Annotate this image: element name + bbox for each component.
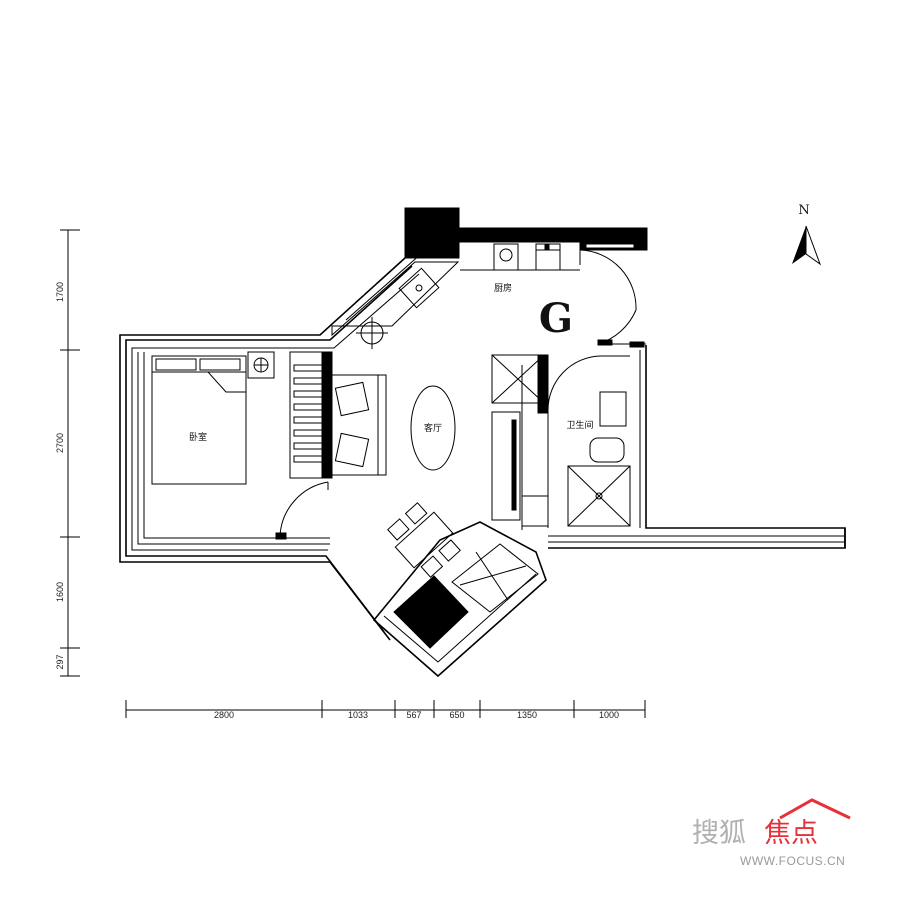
shower-icon [567, 465, 631, 527]
dim-left-297: 297 [55, 654, 65, 669]
dim-bottom-1350: 1350 [517, 710, 537, 720]
kitchen: 厨房 G [331, 243, 580, 349]
dim-left-2700: 2700 [55, 433, 65, 453]
bedroom-label: 卧室 [189, 431, 207, 443]
sofa-icon [331, 374, 387, 476]
dim-bottom-650: 650 [449, 710, 464, 720]
north-arrow-icon: N [792, 203, 822, 266]
dim-bottom-1033: 1033 [348, 710, 368, 720]
living-room-label: 客厅 [424, 422, 442, 434]
watermark-brand-b: 焦点 [764, 818, 818, 849]
dim-bottom-567: 567 [406, 710, 421, 720]
coffee-table-icon [410, 385, 456, 471]
hangers [293, 364, 323, 463]
washer-icon [493, 243, 519, 271]
bedroom: 卧室 [151, 351, 333, 540]
dim-left-1600: 1600 [55, 582, 65, 602]
living-room: 客厅 [331, 354, 545, 649]
tv-cabinet-icon [491, 411, 521, 521]
dim-bottom-2800: 2800 [214, 710, 234, 720]
dim-bottom-1000: 1000 [599, 710, 619, 720]
washbasin-icon [589, 437, 625, 463]
bathroom-label: 卫生间 [566, 419, 593, 431]
dim-left-1700: 1700 [55, 282, 65, 302]
bed-icon [151, 355, 247, 485]
bottom-dimension-line: 2800 1033 567 650 1350 1000 [125, 700, 646, 720]
watermark-brand-a: 搜狐 [692, 818, 746, 849]
house-roof-icon [779, 798, 851, 820]
sink-icon [521, 495, 549, 527]
entry-door [579, 249, 646, 348]
watermark-url: WWW.FOCUS.CN [740, 854, 845, 868]
kitchen-label: 厨房 [494, 282, 512, 294]
unit-type-label: G [539, 295, 573, 342]
dining-table-icon [387, 502, 461, 578]
exterior-walls [119, 207, 846, 678]
toilet-icon [599, 391, 627, 427]
north-label: N [798, 203, 809, 218]
watermark: 搜狐 焦点 WWW.FOCUS.CN [692, 798, 851, 868]
bathroom: 卫生间 [521, 339, 631, 530]
left-dimension-line: 1700 2700 1600 297 [55, 229, 80, 677]
nightstand-icon [247, 351, 275, 379]
